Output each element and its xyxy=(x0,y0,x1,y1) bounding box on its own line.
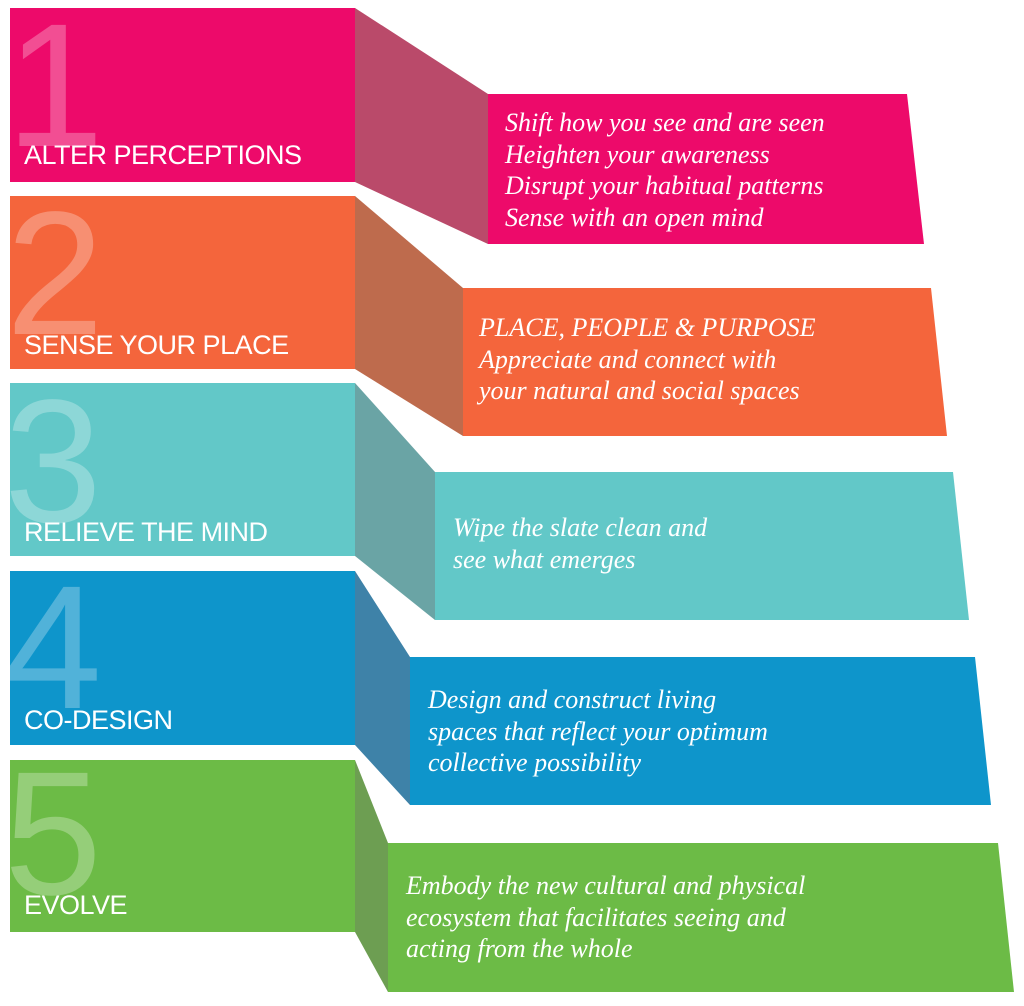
step-4-number: 4 xyxy=(4,550,102,746)
step-4-description-line: Design and construct living xyxy=(428,685,717,714)
step-2 xyxy=(10,196,947,436)
step-1-description-line: Disrupt your habitual patterns xyxy=(505,171,824,200)
step-1 xyxy=(10,8,924,244)
step-5 xyxy=(10,760,1014,992)
step-4-title: CO-DESIGN xyxy=(24,705,173,735)
step-2-description-line: Appreciate and connect with xyxy=(479,344,777,374)
step-4-description-line: spaces that reflect your optimum xyxy=(428,716,768,746)
step-5-description-line: ecosystem that facilitates seeing and xyxy=(406,902,786,932)
step-5-title: EVOLVE xyxy=(24,890,128,920)
step-2-connector xyxy=(355,196,463,436)
step-1-description-line: Sense with an open mind xyxy=(505,202,764,232)
step-1-connector xyxy=(355,8,488,244)
step-4-title-box xyxy=(10,571,355,745)
step-5-description-line: acting from the whole xyxy=(406,934,633,963)
step-4-connector xyxy=(355,571,410,805)
step-1-title-box xyxy=(10,8,355,182)
step-3-title: RELIEVE THE MIND xyxy=(24,517,268,547)
step-3-connector xyxy=(355,383,435,620)
step-3-description-box xyxy=(435,472,969,620)
step-5-title-box xyxy=(10,760,355,932)
step-5-description-line: Embody the new cultural and physical xyxy=(406,871,806,900)
step-2-number: 2 xyxy=(6,176,104,372)
step-1-title: ALTER PERCEPTIONS xyxy=(24,140,302,170)
step-4 xyxy=(10,571,991,805)
step-1-description-line: Heighten your awareness xyxy=(505,139,770,169)
step-4-description-box xyxy=(410,657,991,805)
step-5-description-box xyxy=(388,843,1014,992)
step-2-description-line: your natural and social spaces xyxy=(479,376,800,405)
step-3 xyxy=(10,383,969,620)
step-2-description-box xyxy=(463,288,947,436)
step-2-description-line: PLACE, PEOPLE & PURPOSE xyxy=(479,313,816,342)
step-3-description-line: see what emerges xyxy=(453,544,636,574)
step-5-connector xyxy=(355,760,388,992)
step-3-description-line: Wipe the slate clean and xyxy=(453,513,708,542)
step-1-description-line: Shift how you see and are seen xyxy=(505,108,825,137)
step-2-title: SENSE YOUR PLACE xyxy=(24,330,289,360)
step-2-title-box xyxy=(10,196,355,369)
step-5-number: 5 xyxy=(4,736,102,932)
step-1-number: 1 xyxy=(6,0,104,184)
step-3-title-box xyxy=(10,383,355,556)
step-3-number: 3 xyxy=(4,364,102,560)
step-4-description-line: collective possibility xyxy=(428,748,641,777)
step-1-description-box xyxy=(488,94,924,244)
